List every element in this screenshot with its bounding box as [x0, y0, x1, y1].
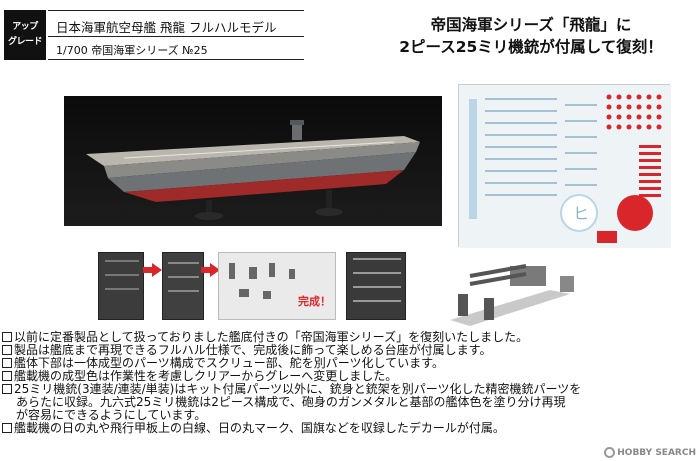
checkbox-icon: [2, 371, 12, 381]
checkbox-icon: [2, 345, 12, 355]
assembly-photo-2: [162, 252, 204, 320]
checkbox-icon: [2, 332, 12, 342]
step-arrow-icon: [143, 263, 162, 277]
feature-item: 製品は艦底まで再現できるフルハル仕様で、完成後に飾って楽しめる台座が付属します。: [2, 344, 700, 357]
product-series: 1/700 帝国海軍シリーズ №25: [56, 44, 208, 57]
logo-text: HOBBY SEARCH: [617, 447, 696, 458]
hobby-search-logo: HOBBY SEARCH: [604, 447, 696, 458]
feature-item: 以前に定番製品として扱っておりました艦底付きの「帝国海軍シリーズ」を復刻いたしま…: [2, 331, 700, 344]
assembly-photo-3: [218, 252, 336, 320]
checkbox-icon: [2, 423, 12, 433]
feature-item: 艦載機の日の丸や飛行甲板上の白線、日の丸マーク、国旗などを収録したデカールが付属…: [2, 422, 700, 435]
svg-text:ヒ: ヒ: [573, 204, 589, 223]
headline-line-1: 帝国海軍シリーズ「飛龍」に: [430, 16, 632, 34]
upgrade-badge: アップ グレード: [4, 10, 46, 60]
logo-mark-icon: [604, 447, 616, 458]
runner-sprue-image: [347, 253, 405, 319]
gun-mount-illustration: [430, 250, 600, 328]
feature-item-continued: あらたに収録。九六式25ミリ機銃は2ピース構成で、砲身のガンメタルと基部の艦体色…: [16, 395, 566, 409]
gun-parts-image: [219, 253, 335, 319]
hull-parts-image: [163, 253, 203, 319]
checkbox-icon: [2, 384, 12, 394]
carrier-model-image: [64, 96, 442, 226]
headline-line-2: 2ピース25ミリ機銃が付属して復刻！: [399, 38, 663, 56]
product-title: 日本海軍航空母艦 飛龍 フルハルモデル: [56, 20, 277, 35]
ship-photo: [64, 96, 442, 226]
assembly-photo-1: [98, 252, 144, 320]
decal-sheet-image: ヒ: [459, 85, 671, 248]
runner-parts-image: [99, 253, 143, 319]
feature-item: 25ミリ機銃(3連装/連装/単装)はキット付属パーツ以外に、銃身と銃架を別パーツ…: [2, 383, 700, 396]
title-box: 日本海軍航空母艦 飛龍 フルハルモデル 1/700 帝国海軍シリーズ №25: [48, 10, 304, 60]
feature-item: 艦載機の成型色は作業性を考慮しクリアーからグレーへ変更しました。: [2, 370, 700, 383]
feature-item-continued: が容易にできるようにしています。: [16, 408, 207, 422]
step-arrow-icon: [201, 263, 220, 277]
title-divider: [48, 36, 304, 37]
feature-item: 艦体下部は一体成型のパーツ構成でスクリュー部、舵を別パーツ化しています。: [2, 357, 700, 370]
kansei-label: 完成！: [298, 295, 331, 308]
headline: 帝国海軍シリーズ「飛龍」に 2ピース25ミリ機銃が付属して復刻！: [372, 14, 690, 58]
decal-sheet: ヒ: [458, 84, 671, 248]
badge-line-2: グレード: [7, 37, 43, 47]
assembly-photo-4: [346, 252, 406, 320]
feature-list: 以前に定番製品として扱っておりました艦底付きの「帝国海軍シリーズ」を復刻いたしま…: [2, 331, 700, 435]
checkbox-icon: [2, 358, 12, 368]
badge-line-1: アップ: [12, 22, 38, 32]
